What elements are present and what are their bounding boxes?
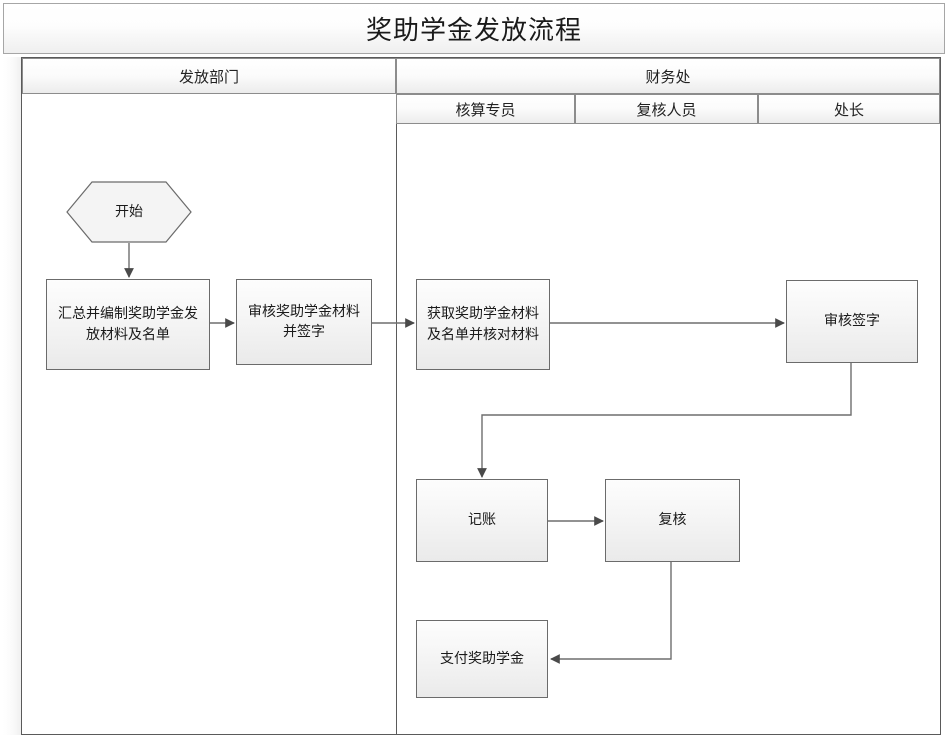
lane-divider — [396, 94, 397, 735]
node-compile-materials[interactable]: 汇总并编制奖助学金发放材料及名单 — [46, 279, 210, 370]
node-bookkeeping-label: 记账 — [468, 512, 496, 529]
node-fetch-and-verify-label: 获取奖助学金材料及名单并核对材料 — [427, 306, 539, 343]
node-start-label: 开始 — [115, 203, 143, 220]
node-recheck-label: 复核 — [658, 512, 687, 529]
sublane-header-reviewer: 复核人员 — [575, 94, 758, 124]
node-compile-materials-label: 汇总并编制奖助学金发放材料及名单 — [58, 306, 198, 343]
node-fetch-and-verify[interactable]: 获取奖助学金材料及名单并核对材料 — [416, 279, 550, 370]
node-start[interactable]: 开始 — [66, 181, 192, 243]
chart-title-bar: 奖助学金发放流程 — [3, 3, 945, 54]
sublane-header-accountant: 核算专员 — [396, 94, 575, 124]
node-review-and-sign[interactable]: 审核奖助学金材料并签字 — [236, 279, 372, 365]
node-bookkeeping[interactable]: 记账 — [416, 479, 548, 562]
node-review-and-sign-label: 审核奖助学金材料并签字 — [248, 303, 360, 340]
node-approve-sign[interactable]: 审核签字 — [786, 280, 918, 363]
hexagon-shape — [66, 181, 192, 243]
page-title: 奖助学金发放流程 — [365, 16, 582, 46]
lane-header-right: 财务处 — [396, 58, 940, 94]
sublane-header-director: 处长 — [758, 94, 940, 124]
node-recheck[interactable]: 复核 — [605, 479, 740, 562]
swimlane-spine — [3, 57, 22, 735]
node-pay-scholarship[interactable]: 支付奖助学金 — [416, 620, 548, 698]
node-pay-scholarship-label: 支付奖助学金 — [440, 650, 524, 667]
node-approve-sign-label: 审核签字 — [824, 313, 880, 330]
lane-header-left: 发放部门 — [22, 58, 396, 94]
